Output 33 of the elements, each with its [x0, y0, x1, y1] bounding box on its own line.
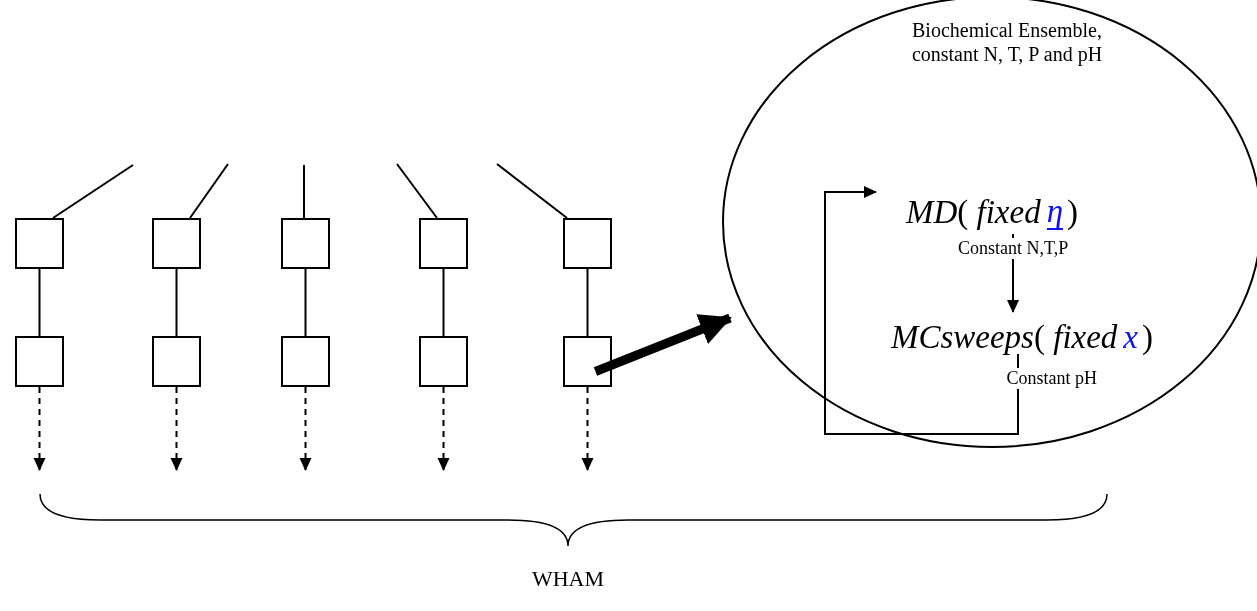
- arrow: [581, 386, 594, 471]
- connector-line: [496, 163, 568, 219]
- square-box: [563, 218, 612, 269]
- square-box: [15, 218, 64, 269]
- math-expression: MCsweeps( fixed x): [862, 314, 1182, 360]
- square-box: [15, 336, 64, 387]
- connector-line: [396, 163, 438, 219]
- edge-label: Constant N,T,P: [956, 237, 1071, 259]
- connector-line: [189, 163, 229, 219]
- square-box: [152, 218, 201, 269]
- connector-line: [304, 268, 307, 337]
- edge-label: Constant pH: [1004, 367, 1099, 389]
- square-box: [563, 336, 612, 387]
- arrow: [170, 386, 183, 471]
- connector-line: [175, 268, 178, 337]
- square-box: [419, 336, 468, 387]
- square-box: [281, 218, 330, 269]
- connector-line: [442, 268, 445, 337]
- connector-line: [38, 268, 41, 337]
- arrow: [593, 313, 732, 376]
- square-box: [152, 336, 201, 387]
- arrow: [33, 386, 46, 471]
- connector-line: [52, 164, 134, 219]
- connector-line: [586, 268, 589, 337]
- arrow: [299, 386, 312, 471]
- connector-line: [303, 164, 305, 219]
- arrow: [437, 386, 450, 471]
- square-box: [419, 218, 468, 269]
- arrow: [824, 186, 1019, 435]
- math-expression: MD( fixed η): [862, 190, 1122, 234]
- ensemble-title: Biochemical Ensemble, constant N, T, P and pH: [910, 18, 1104, 66]
- brace-label: WHAM: [530, 566, 606, 593]
- square-box: [281, 336, 330, 387]
